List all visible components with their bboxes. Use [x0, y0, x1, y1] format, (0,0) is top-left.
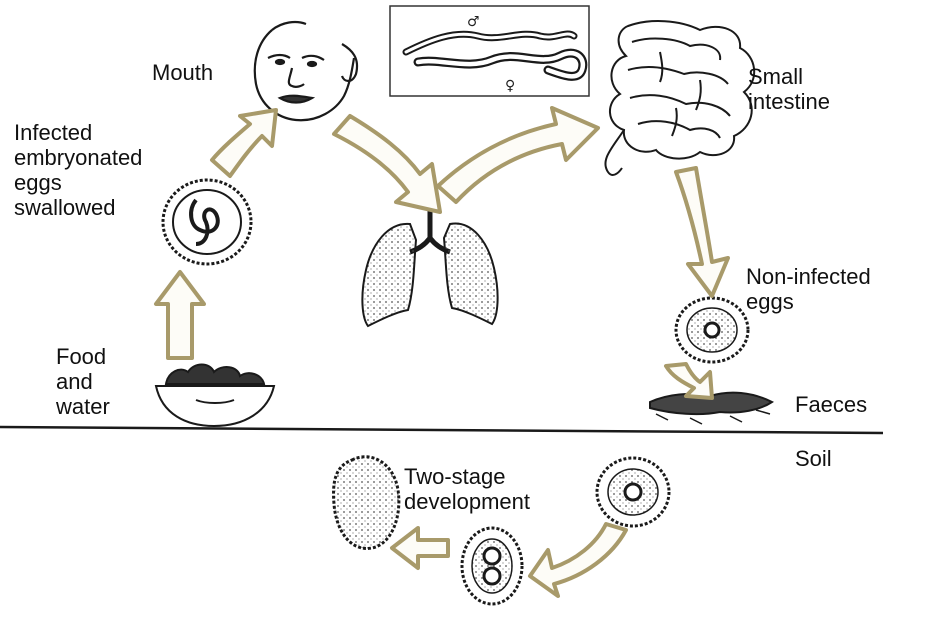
soil-egg-embryonated: [332, 455, 401, 550]
label-two-stage-development: Two-stage development: [404, 464, 530, 514]
label-infected-embryonated-eggs: Infected embryonated eggs swallowed: [14, 120, 143, 220]
label-non-infected-eggs: Non-infected eggs: [746, 264, 871, 314]
adult-worms-panel: ♂ ♀: [389, 5, 590, 97]
label-food-and-water: Food and water: [56, 344, 110, 419]
label-mouth: Mouth: [152, 60, 214, 85]
ground-line: [0, 425, 884, 435]
female-symbol: ♀: [505, 78, 515, 94]
food-bowl-illustration: [154, 363, 276, 428]
label-small-intestine: Small intestine: [748, 64, 830, 114]
soil-egg-unembryonated: [595, 456, 671, 528]
arrow-eggs-to-faeces: [664, 362, 714, 400]
small-intestine-illustration: [604, 20, 755, 176]
arrow-soil-to-dividing: [528, 522, 628, 598]
lungs-illustration: [361, 206, 499, 328]
arrow-mouth-to-lungs: [332, 114, 442, 214]
non-infected-egg-icon: [674, 296, 750, 364]
human-face-illustration: [253, 20, 359, 122]
arrow-food-to-egg: [154, 270, 206, 360]
embryonated-egg-icon: [161, 178, 253, 266]
arrow-egg-to-mouth: [210, 108, 278, 178]
label-faeces: Faeces: [795, 392, 868, 417]
arrow-intestine-to-eggs: [674, 166, 730, 298]
arrow-dividing-to-embryonated: [390, 526, 450, 570]
male-symbol: ♂: [467, 14, 480, 30]
arrow-lungs-to-intestine: [436, 106, 600, 204]
label-soil: Soil: [795, 446, 832, 471]
soil-egg-dividing: [460, 526, 524, 606]
